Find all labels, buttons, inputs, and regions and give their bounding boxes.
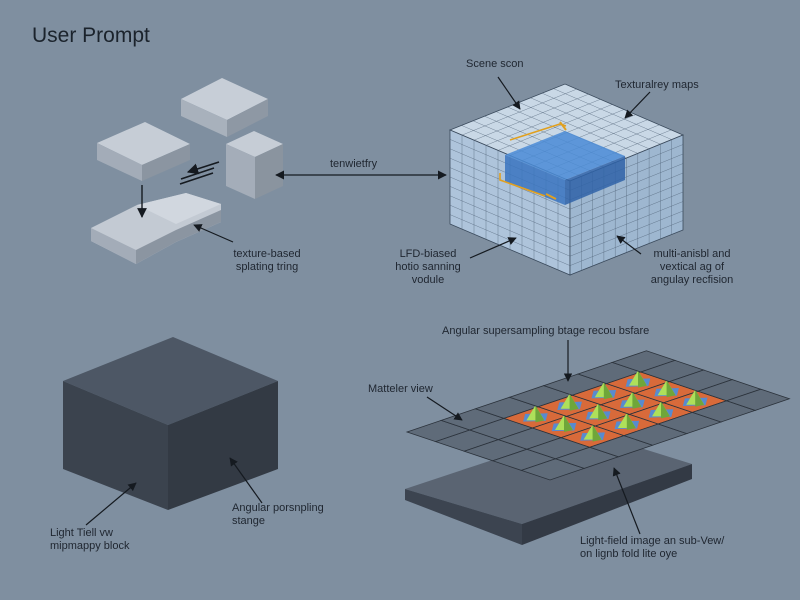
label-light-field-image: Light-field image an sub-Vew/ on lignb f…	[580, 535, 724, 561]
block-tall-right	[226, 131, 283, 199]
arrow-texture-maps	[624, 91, 651, 119]
arrows-between-blocks	[137, 161, 220, 218]
page-title: User Prompt	[32, 24, 150, 47]
label-texture-maps: Texturalrey maps	[615, 79, 699, 91]
tile-grid	[405, 350, 791, 481]
label-texture-splat: texture-based splating tring	[222, 248, 312, 274]
arrow-multi-angle	[616, 235, 642, 255]
grid-cell	[725, 388, 791, 411]
arrow-scene-scan	[497, 76, 521, 110]
block-top	[181, 78, 268, 137]
dark-block	[63, 337, 278, 526]
block-group-top-left	[91, 78, 283, 264]
label-light-field-block-line-1: Light Tiell vw	[50, 527, 113, 539]
arrow-light-field-image	[612, 467, 641, 535]
label-multi-angle-line-3: angulay recfision	[650, 274, 734, 286]
label-angular-stage-line-2: stange	[232, 515, 266, 527]
label-lfd-module-line-2: hotio sanning	[395, 261, 461, 273]
block-bottom	[91, 193, 221, 264]
angular-grid-assembly	[405, 340, 791, 545]
block-middle-left	[97, 122, 190, 181]
arrow-matelier-view	[426, 396, 463, 421]
grid-cube	[448, 76, 685, 276]
label-temetry: tenwietfry	[330, 158, 378, 170]
label-scene-scan: Scene scon	[466, 58, 524, 70]
label-light-field-image-line-1: Light-field image an sub-Vew/	[580, 535, 725, 547]
label-light-field-block: Light Tiell vw mipmappy block	[50, 527, 129, 553]
label-supersampling-header: Angular supersampling btage recou bsfare	[442, 325, 650, 337]
label-texture-splat-line-1: texture-based	[233, 248, 301, 260]
label-matelier-view: Matteler view	[368, 383, 433, 395]
label-lfd-module-line-1: LFD-biased	[399, 248, 457, 260]
label-texture-splat-line-2: splating tring	[235, 261, 299, 273]
label-light-field-image-line-2: on lignb fold lite oye	[580, 548, 678, 560]
label-multi-angle-line-2: vextical ag of	[659, 261, 725, 273]
arrow-lfd-module	[469, 237, 517, 259]
arrow-to-splat-label	[193, 224, 234, 243]
inner-volume	[499, 121, 625, 205]
label-angular-stage-line-1: Angular porsnpling	[232, 502, 324, 514]
label-lfd-module: LFD-biased hotio sanning vodule	[383, 248, 473, 287]
label-lfd-module-line-3: vodule	[411, 274, 445, 286]
label-angular-stage: Angular porsnpling stange	[232, 502, 324, 528]
label-multi-angle: multi-anisbl and vextical ag of angulay …	[632, 248, 752, 287]
label-multi-angle-line-1: multi-anisbl and	[653, 248, 731, 260]
label-light-field-block-line-2: mipmappy block	[50, 540, 130, 552]
